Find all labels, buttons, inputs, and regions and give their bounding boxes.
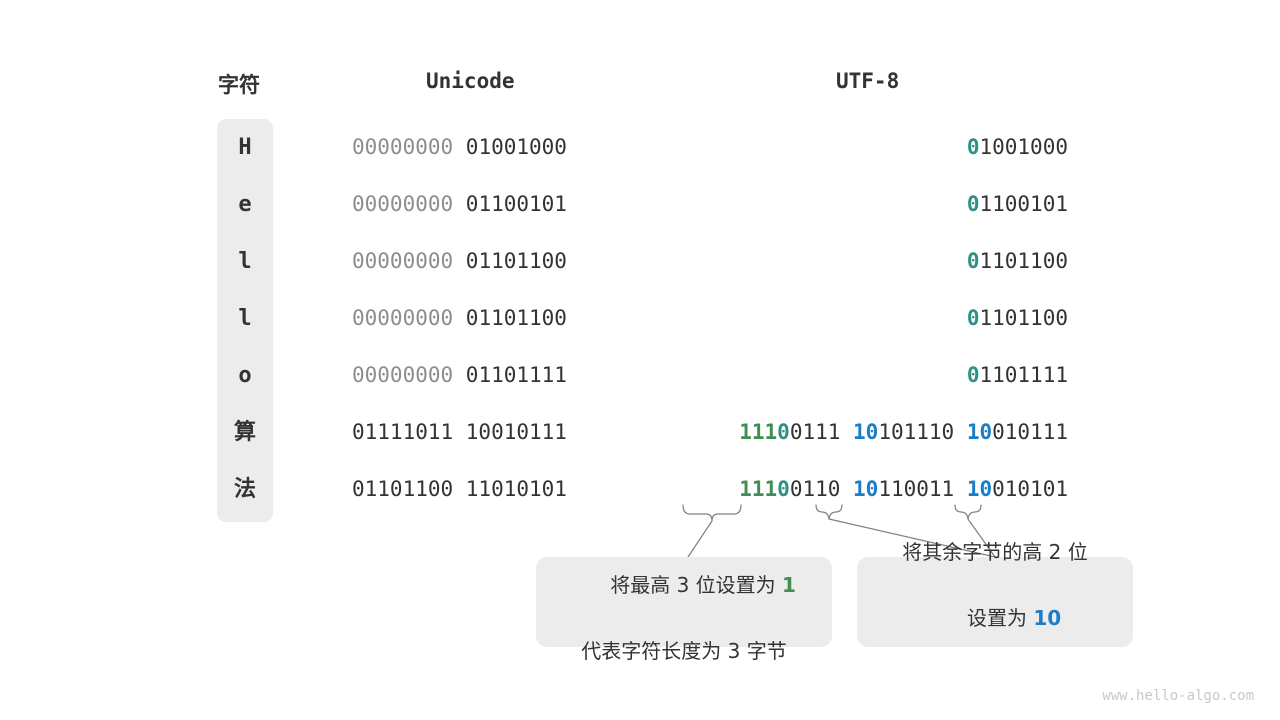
utf8-bits-seg-0: 111	[739, 420, 778, 444]
callout-left-line-2: 代表字符长度为 3 字节	[581, 639, 787, 663]
unicode-bits-cell: 00000000 01100101	[352, 176, 567, 233]
character-cell: H	[238, 135, 252, 160]
unicode-bits-seg-0: 00000000	[352, 249, 466, 273]
character-cell: e	[238, 192, 252, 217]
callout-right-line-2: 设置为 10	[929, 569, 1061, 668]
unicode-bits-seg-0: 00000000	[352, 363, 466, 387]
column-header-utf8: UTF-8	[836, 69, 900, 93]
watermark: www.hello-algo.com	[1102, 688, 1254, 704]
utf8-bits-seg-4: 101110	[878, 420, 967, 444]
utf8-bits-cell: 01100101	[967, 176, 1068, 233]
utf8-bits-cell: 01101100	[967, 290, 1068, 347]
unicode-bits-seg-0: 01101100 11010101	[352, 477, 567, 501]
utf8-bits-seg-2: 0110	[789, 477, 854, 501]
unicode-bits-seg-1: 01100101	[465, 192, 567, 216]
utf8-bits-cell: 11100111 10101110 10010111	[739, 404, 1068, 461]
utf8-bits-seg-0: 0	[966, 306, 980, 330]
utf8-bits-seg-3: 10	[853, 420, 879, 444]
unicode-bits-seg-1: 01101100	[465, 306, 567, 330]
utf8-bits-seg-1: 0	[777, 477, 790, 501]
utf8-bits-seg-0: 0	[966, 192, 980, 216]
callout-leading-bits: 将最高 3 位设置为 1 代表字符长度为 3 字节	[536, 557, 832, 663]
utf8-bits-cell: 01001000	[967, 119, 1068, 176]
utf8-bits-seg-2: 0111	[789, 420, 854, 444]
utf8-bits-seg-1: 1001000	[979, 135, 1068, 159]
utf8-bits-cell: 01101111	[967, 347, 1068, 404]
utf8-bits-seg-0: 0	[966, 363, 980, 387]
callout-right-line-1: 将其余字节的高 2 位	[902, 540, 1088, 564]
utf8-bits-seg-0: 0	[966, 135, 980, 159]
unicode-bits-seg-0: 00000000	[352, 192, 466, 216]
utf8-bits-seg-6: 010111	[992, 420, 1068, 444]
utf8-bits-seg-1: 1101111	[979, 363, 1068, 387]
column-header-character: 字符	[218, 73, 260, 97]
callout-left-highlight: 1	[782, 573, 796, 597]
unicode-bits-cell: 00000000 01101111	[352, 347, 567, 404]
unicode-bits-cell: 00000000 01001000	[352, 119, 567, 176]
utf8-bits-cell: 01101100	[967, 233, 1068, 290]
utf8-bits-seg-1: 1101100	[979, 249, 1068, 273]
unicode-bits-cell: 01111011 10010111	[352, 404, 567, 461]
utf8-bits-seg-1: 0	[777, 420, 790, 444]
utf8-bits-seg-5: 10	[966, 420, 993, 444]
column-header-unicode: Unicode	[426, 69, 515, 93]
character-cell: l	[238, 249, 252, 274]
unicode-bits-cell: 00000000 01101100	[352, 290, 567, 347]
callout-left-line-1: 将最高 3 位设置为 1	[572, 536, 796, 635]
unicode-bits-seg-0: 01111011 10010111	[352, 420, 567, 444]
unicode-bits-seg-1: 01101100	[465, 249, 567, 273]
unicode-bits-seg-0: 00000000	[352, 135, 466, 159]
callout-right-text-2: 设置为	[966, 606, 1034, 630]
character-cell: 算	[233, 420, 256, 445]
callout-continuation-bits: 将其余字节的高 2 位 设置为 10	[857, 540, 1133, 647]
brace-leading-bits	[682, 504, 742, 522]
utf8-bits-seg-5: 10	[966, 477, 993, 501]
unicode-bits-seg-1: 01001000	[465, 135, 567, 159]
utf8-bits-cell: 11100110 10110011 10010101	[739, 461, 1068, 518]
unicode-bits-seg-0: 00000000	[352, 306, 466, 330]
unicode-bits-seg-1: 01101111	[465, 363, 567, 387]
utf8-bits-seg-4: 110011	[878, 477, 967, 501]
unicode-bits-cell: 00000000 01101100	[352, 233, 567, 290]
character-cell: o	[238, 363, 252, 388]
character-cell: l	[238, 306, 252, 331]
utf8-bits-seg-0: 111	[739, 477, 778, 501]
character-cell: 法	[233, 477, 256, 502]
unicode-bits-cell: 01101100 11010101	[352, 461, 567, 518]
callout-left-text-1: 将最高 3 位设置为	[610, 573, 783, 597]
callout-right-highlight: 10	[1033, 606, 1062, 630]
utf8-bits-seg-6: 010101	[992, 477, 1068, 501]
utf8-bits-seg-3: 10	[853, 477, 879, 501]
utf8-bits-seg-0: 0	[966, 249, 980, 273]
utf8-bits-seg-1: 1101100	[979, 306, 1068, 330]
utf8-bits-seg-1: 1100101	[979, 192, 1068, 216]
